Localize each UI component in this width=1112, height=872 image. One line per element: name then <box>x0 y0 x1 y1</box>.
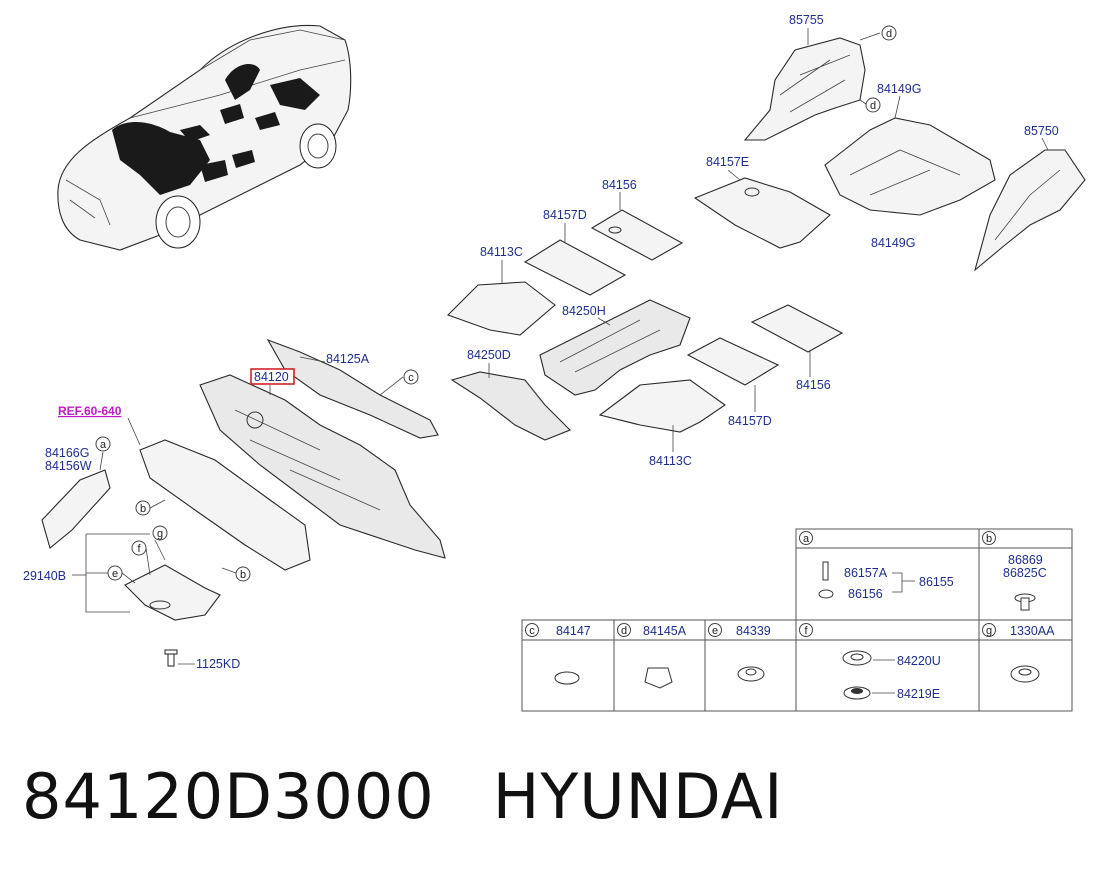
table-d-part: 84145A <box>643 624 687 638</box>
part-85755-outline <box>743 37 866 141</box>
table-letter-e: e <box>712 625 718 637</box>
table-letter-b: b <box>986 533 992 545</box>
svg-text:d: d <box>886 28 892 40</box>
footer-brand: HYUNDAI <box>492 760 784 833</box>
label-84149g-bottom: 84149G <box>871 236 915 250</box>
label-29140b: 29140B <box>23 569 66 583</box>
table-b-part2: 86825C <box>1003 566 1047 580</box>
label-84149g-top: 84149G <box>877 82 921 96</box>
table-letter-d: d <box>621 625 627 637</box>
highlight-box-84120 <box>250 368 295 385</box>
label-1125kd: 1125KD <box>196 657 240 671</box>
table-b-part1: 86869 <box>1008 553 1043 567</box>
svg-text:f: f <box>137 543 141 555</box>
clip-84339-icon <box>737 666 765 682</box>
svg-text:b: b <box>240 569 246 581</box>
label-84113c-top: 84113C <box>480 245 523 259</box>
svg-text:g: g <box>157 528 163 540</box>
fastener-table: a b c d e f g 86157A 86156 86155 86869 8… <box>521 528 1073 712</box>
clip-84147-icon <box>554 671 580 685</box>
table-letter-a: a <box>803 533 810 545</box>
table-a-part2: 86156 <box>848 587 883 601</box>
table-g-part: 1330AA <box>1010 624 1055 638</box>
svg-text:b: b <box>140 503 146 515</box>
label-84166g: 84166G <box>45 446 89 460</box>
part-84166g-outline <box>41 469 111 549</box>
callout-circles: d d c a b g f e b <box>95 25 897 582</box>
label-84250h: 84250H <box>562 304 606 318</box>
part-84250h-outline <box>539 299 691 396</box>
table-c-part: 84147 <box>556 624 591 638</box>
label-84156-top: 84156 <box>602 178 637 192</box>
leader-lines <box>99 28 1049 665</box>
clip-86157a-icon <box>822 561 829 581</box>
table-a-group: 86155 <box>919 575 954 589</box>
clip-86156-icon <box>818 589 834 599</box>
label-84120[interactable]: 84120 <box>254 370 289 384</box>
clip-84145a-icon <box>644 667 673 689</box>
label-84125a: 84125A <box>326 352 370 366</box>
part-84125a-outline <box>266 338 439 439</box>
table-letter-f: f <box>804 625 808 637</box>
clip-84220u-icon <box>842 650 872 666</box>
label-84157e: 84157E <box>706 155 749 169</box>
ref-link[interactable]: REF.60-640 <box>58 404 122 418</box>
svg-text:d: d <box>870 100 876 112</box>
part-84250d-outline <box>450 371 571 441</box>
part-84113c-top-outline <box>446 281 556 336</box>
part-84156-right-outline <box>750 304 844 353</box>
label-84156w: 84156W <box>45 459 92 473</box>
svg-text:a: a <box>100 439 107 451</box>
svg-text:e: e <box>112 568 118 580</box>
part-84157d-right-outline <box>686 337 780 386</box>
parts-diagram: 85755 84149G 85750 84157E 84149G 84156 8… <box>23 13 1086 712</box>
part-84157d-top-outline <box>523 239 627 296</box>
part-84113c-bottom-outline <box>598 379 726 433</box>
table-e-part: 84339 <box>736 624 771 638</box>
part-29140b-outline <box>124 564 221 621</box>
part-84156-top-outline <box>590 209 684 261</box>
label-84250d: 84250D <box>467 348 511 362</box>
part-84149g-outline <box>824 117 996 216</box>
table-letter-g: g <box>986 625 992 637</box>
label-85755: 85755 <box>789 13 824 27</box>
footer-part-number: 84120D3000 <box>22 760 435 833</box>
part-85750-outline <box>974 149 1086 272</box>
label-84113c-bottom: 84113C <box>649 454 692 468</box>
table-f-part1: 84220U <box>897 654 941 668</box>
label-84157d-right: 84157D <box>728 414 772 428</box>
footer-caption: 84120D3000 HYUNDAI <box>22 760 783 833</box>
table-letter-c: c <box>529 625 535 637</box>
dash-insulator-outline <box>139 439 311 571</box>
table-f-part2: 84219E <box>897 687 940 701</box>
svg-text:c: c <box>408 372 414 384</box>
label-85750: 85750 <box>1024 124 1059 138</box>
label-84156-right: 84156 <box>796 378 831 392</box>
part-84157e-outline <box>693 177 831 249</box>
label-84157d-top: 84157D <box>543 208 587 222</box>
part-84120-outline <box>199 374 446 559</box>
table-a-part1: 86157A <box>844 566 888 580</box>
vehicle-illustration <box>57 24 352 251</box>
clip-1330aa-icon <box>1010 665 1040 683</box>
